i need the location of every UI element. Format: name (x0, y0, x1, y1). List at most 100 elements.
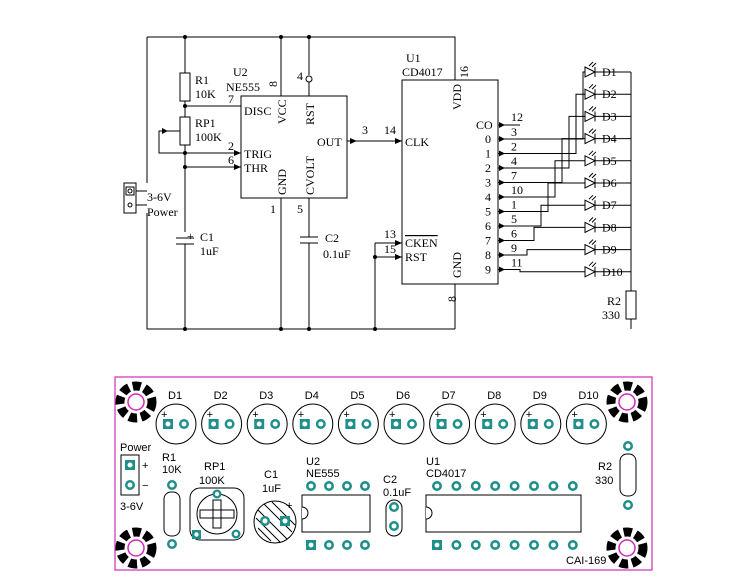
pcb-led-d7: D7+ (429, 390, 471, 445)
pcb-u1-ref: U1 (426, 456, 440, 468)
vcc-top-rail (147, 36, 456, 80)
pcb-led-label: D5 (350, 390, 364, 402)
u2-pin-cvolt: CVOLT (303, 155, 317, 195)
c1-value: 1uF (200, 244, 219, 258)
pcb-layout: D1+D2+D3+D4+D5+D6+D7+D8+D9+D10+ Power + … (114, 376, 653, 571)
u1-pin-gnd: GND (450, 252, 464, 278)
led-d2: D2 (584, 83, 631, 101)
u1-num-cken: 13 (384, 227, 396, 241)
u2-pin-vcc: VCC (275, 99, 289, 124)
pcb-led-d6: D6+ (383, 390, 425, 445)
u1-output-pin: 11 (511, 256, 523, 270)
u1-num-co: 12 (511, 110, 523, 124)
u1-output-label: 2 (485, 161, 491, 175)
u1-output-label: 9 (485, 263, 491, 277)
pcb-led-label: D3 (259, 390, 273, 402)
pcb-led-d5: D5+ (337, 390, 379, 445)
r2-value: 330 (602, 308, 620, 322)
c2-value: 0.1uF (323, 247, 351, 261)
u2-pin-gnd: GND (275, 169, 289, 195)
led-d8: D8 (584, 217, 631, 234)
u1-output-pin: 4 (511, 154, 517, 168)
pcb-r2-ref: R2 (598, 461, 612, 473)
led-d1: D1 (584, 61, 631, 79)
u1-output-label: 3 (485, 176, 491, 190)
svg-text:+: + (435, 409, 441, 421)
svg-text:+: + (161, 409, 167, 421)
pcb-led-d4: D4+ (292, 390, 334, 445)
power-connector: 3-6V Power (123, 182, 178, 219)
u2-num-disc: 7 (228, 92, 234, 106)
u1-output-pin: 5 (511, 212, 517, 226)
resistor-r1: R1 10K (179, 37, 237, 117)
pcb-c2-ref: C2 (383, 474, 397, 486)
pcb-led-label: D9 (533, 390, 547, 402)
led-label: D4 (602, 132, 617, 146)
c2-ref: C2 (325, 231, 339, 245)
u2-num-rst: 4 (297, 69, 303, 83)
pcb-led-label: D1 (168, 390, 182, 402)
pcb-led-label: D2 (214, 390, 228, 402)
u1-pin-cken: CKEN (405, 236, 438, 250)
power-voltage-label: 3-6V (147, 190, 172, 204)
u2-num-cvolt: 5 (297, 202, 303, 216)
svg-text:+: + (187, 229, 194, 243)
u1-num-gnd: 8 (445, 296, 459, 302)
pcb-c1-value: 1uF (262, 483, 281, 495)
u1-output-pin: 9 (511, 241, 517, 255)
u1-output-pin: 1 (511, 198, 517, 212)
pcb-r1-ref: R1 (162, 452, 176, 464)
u1-num-rst: 15 (384, 242, 396, 256)
svg-text:+: + (252, 409, 258, 421)
board-outline (114, 376, 653, 571)
u2-ref: U2 (233, 65, 248, 79)
svg-text:+: + (571, 409, 577, 421)
pcb-u1-part: CD4017 (426, 468, 466, 480)
capacitor-c2: C2 0.1uF (300, 231, 351, 331)
pcb-led-d2: D2+ (201, 390, 243, 445)
pcb-led-label: D10 (578, 390, 598, 402)
pcb-c1-ref: C1 (264, 469, 278, 481)
resistor-r2: R2 330 (602, 72, 637, 329)
mounting-hole-top-right (606, 381, 648, 423)
r1-ref: R1 (195, 73, 209, 87)
u1-output-pin: 7 (511, 169, 517, 183)
ic-cd4017: U1 CD4017 CLK CKEN RST CO VDD GND 16 8 1… (373, 51, 585, 331)
led-label: D5 (602, 154, 617, 168)
svg-text:+: + (298, 409, 304, 421)
rp1-ref: RP1 (195, 116, 216, 130)
u1-output-pin: 3 (511, 125, 517, 139)
led-label: D3 (602, 109, 617, 123)
led-d6: D6 (584, 172, 631, 190)
led-d5: D5 (584, 150, 631, 168)
pcb-led-d9: D9+ (520, 390, 562, 445)
pcb-rp1-ref: RP1 (204, 461, 225, 473)
u1-num-vdd: 16 (457, 66, 471, 78)
pcb-rp1: RP1 100K (189, 461, 245, 541)
svg-text:+: + (343, 409, 349, 421)
u1-output-label: 7 (485, 234, 491, 248)
board-id-label: CAI-169 (566, 555, 606, 567)
pcb-r2-value: 330 (595, 475, 613, 487)
capacitor-c1: + C1 1uF (176, 229, 219, 331)
u1-output-label: 8 (485, 248, 491, 262)
u2-num-trig: 2 (228, 139, 234, 153)
u1-output-label: 5 (485, 205, 491, 219)
u1-pin-co: CO (476, 118, 493, 132)
led-label: D2 (602, 87, 617, 101)
pcb-led-d3: D3+ (246, 390, 288, 445)
u1-part: CD4017 (402, 65, 443, 79)
pcb-u2: U2 NE555 (301, 456, 371, 550)
led-label: D9 (602, 243, 617, 257)
u1-output-pin: 10 (511, 183, 523, 197)
u1-output-pin: 6 (511, 227, 517, 241)
ground-rail (146, 213, 455, 330)
led-d9: D9 (584, 239, 631, 257)
u2-pin-trig: TRIG (244, 147, 272, 161)
potentiometer-rp1: RP1 100K (158, 116, 237, 232)
u1-ref: U1 (406, 51, 421, 65)
svg-text:+: + (526, 409, 532, 421)
u2-pin-out: OUT (317, 135, 342, 149)
pcb-led-label: D4 (305, 390, 319, 402)
